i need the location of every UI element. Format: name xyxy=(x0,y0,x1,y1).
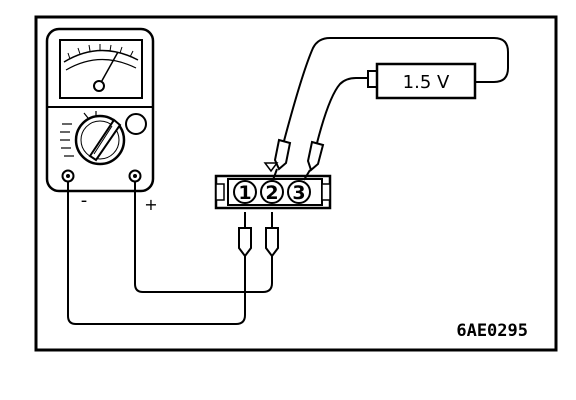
positive-terminal-label: + xyxy=(144,195,157,214)
battery-wire-outer xyxy=(283,37,509,142)
connector-pin-1 xyxy=(233,180,257,204)
connector-pin-1-label: 1 xyxy=(238,182,251,204)
zero-adjust-knob xyxy=(125,113,147,135)
needle-pivot xyxy=(93,80,105,92)
probe-pin-1 xyxy=(238,212,252,258)
negative-terminal-label: - xyxy=(81,190,88,211)
meter-face xyxy=(59,39,143,99)
connector-pin-3 xyxy=(287,180,311,204)
battery-terminal-cap xyxy=(367,70,378,88)
battery-wire-inner xyxy=(316,77,368,144)
battery-probe-pin-3 xyxy=(303,140,325,181)
battery-probe-pin-2 xyxy=(263,138,292,181)
positive-lead-wire xyxy=(134,181,273,293)
three-pin-connector: 1 2 3 xyxy=(214,174,332,210)
battery-voltage-label: 1.5 V xyxy=(403,72,450,93)
figure-code: 6AE0295 xyxy=(456,321,528,341)
range-selector-dial xyxy=(60,111,126,166)
probe-pin-2 xyxy=(265,212,279,258)
multimeter xyxy=(45,27,155,193)
battery-unit: 1.5 V xyxy=(367,62,477,100)
connector-pin-2 xyxy=(260,180,284,204)
negative-lead-wire xyxy=(67,181,246,325)
connector-pin-2-label: 2 xyxy=(265,182,278,204)
connector-pin-3-label: 3 xyxy=(292,182,305,204)
meter-needle xyxy=(98,51,119,87)
battery-body xyxy=(375,62,477,100)
